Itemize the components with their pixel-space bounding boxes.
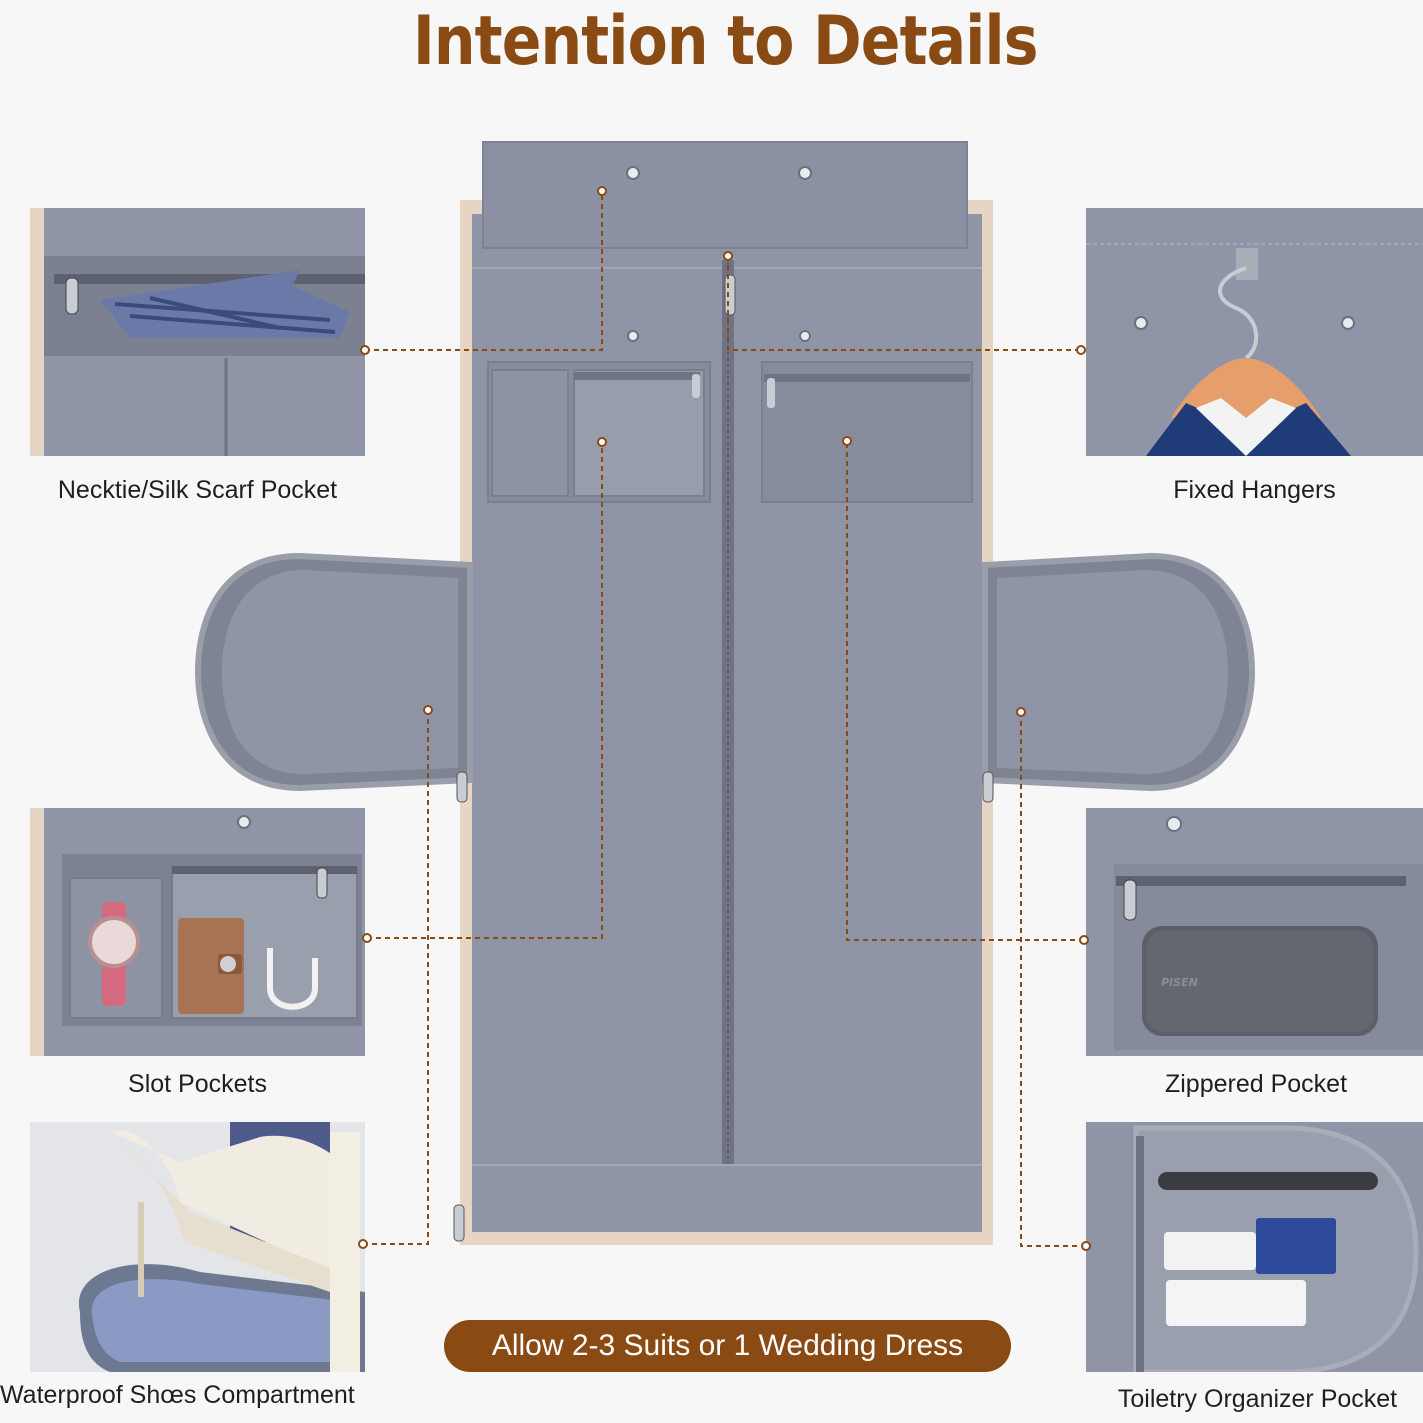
- power-bank-brand: PISEN: [1161, 976, 1198, 989]
- necktie-caption: Necktie/Silk Scarf Pocket: [57, 476, 338, 504]
- shoes-compartment-photo: [30, 1122, 365, 1372]
- zippered-pocket-photo: PISEN: [1086, 808, 1423, 1056]
- slot-pockets-photo: [30, 808, 365, 1056]
- slot-pockets-caption: Slot Pockets: [128, 1070, 267, 1098]
- page-title: Intention to Details: [412, 2, 1038, 81]
- toiletry-caption: Toiletry Organizer Pocket: [1117, 1385, 1398, 1413]
- fixed-hangers-photo: [1086, 208, 1423, 456]
- zippered-pocket-caption: Zippered Pocket: [1164, 1070, 1348, 1098]
- toiletry-pocket-photo: [1086, 1122, 1423, 1372]
- necktie-pocket-photo: [30, 208, 365, 456]
- capacity-banner: Allow 2-3 Suits or 1 Wedding Dress: [444, 1320, 1011, 1372]
- shoes-caption: Waterproof Shœs Compartment: [0, 1381, 355, 1409]
- fixed-hangers-caption: Fixed Hangers: [1173, 476, 1336, 504]
